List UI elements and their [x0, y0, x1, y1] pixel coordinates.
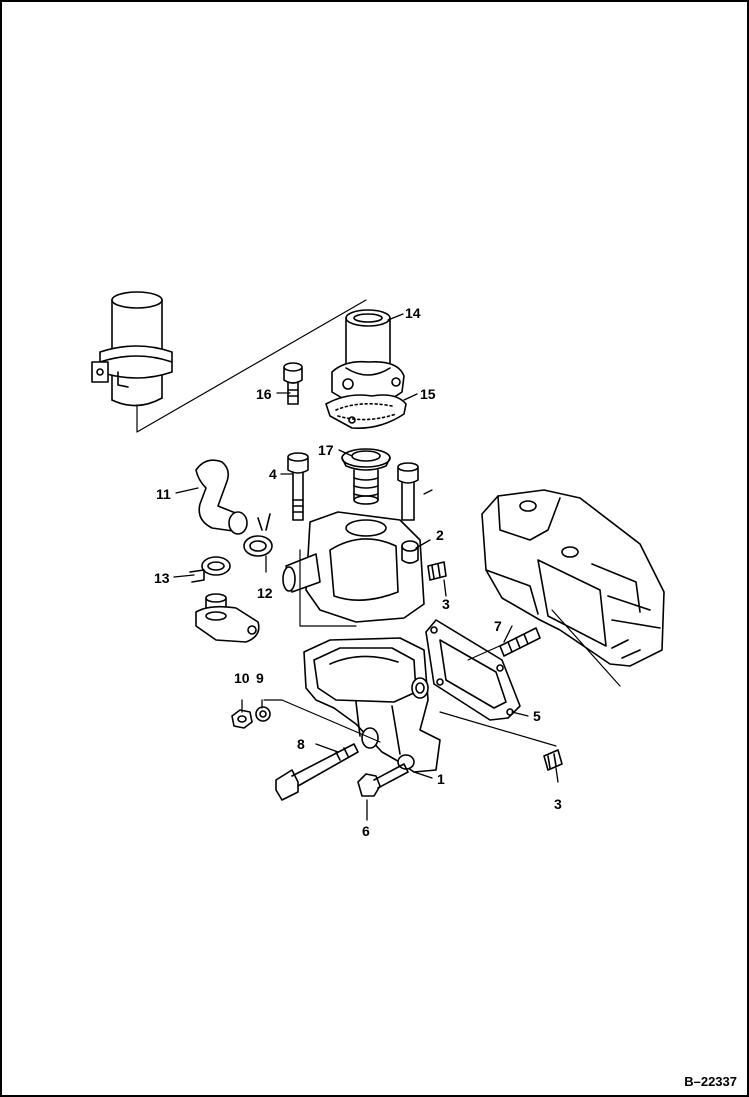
- callout-1: 1: [437, 771, 445, 787]
- long-bolt: [287, 452, 309, 521]
- outlet-gasket: [325, 394, 407, 430]
- callout-13: 13: [154, 570, 170, 586]
- bypass-flange: [195, 593, 260, 643]
- callout-10: 10: [234, 670, 250, 686]
- callout-11: 11: [156, 486, 171, 502]
- outlet-pipe: [331, 309, 405, 406]
- bolt-6: [357, 763, 409, 797]
- assembly-guides: [263, 549, 621, 747]
- thermostat: [341, 448, 391, 505]
- plug-upper: [427, 561, 447, 581]
- callout-5: 5: [533, 708, 541, 724]
- callout-15: 15: [420, 386, 436, 402]
- callout-8: 8: [297, 736, 305, 752]
- figure-number: B–22337: [684, 1074, 737, 1089]
- radiator-hose: [91, 291, 173, 407]
- callout-6: 6: [362, 823, 370, 839]
- stud-bolt: [275, 743, 359, 801]
- callout-2: 2: [436, 527, 444, 543]
- plug-lower: [543, 749, 563, 771]
- leader-lines: [173, 313, 559, 821]
- callout-7: 7: [494, 618, 502, 634]
- outlet-bolt: [283, 362, 303, 405]
- thermostat-housing: [303, 637, 441, 773]
- callout-3-upper: 3: [442, 596, 450, 612]
- callout-9: 9: [256, 670, 264, 686]
- callout-12: 12: [257, 585, 273, 601]
- engine-block: [481, 489, 665, 667]
- housing-gasket: [425, 619, 521, 721]
- nut: [231, 709, 253, 729]
- upper-housing: [282, 511, 425, 623]
- hose-clamp-13: [189, 556, 231, 583]
- callout-14: 14: [405, 305, 421, 321]
- hose-clamp-12: [243, 513, 273, 557]
- washer: [255, 706, 271, 722]
- housing-bolt: [397, 462, 419, 521]
- callout-3-lower: 3: [554, 796, 562, 812]
- bypass-hose: [195, 459, 248, 535]
- hose-to-outlet-guide: [136, 299, 367, 433]
- callout-16: 16: [256, 386, 272, 402]
- callout-4: 4: [269, 466, 277, 482]
- stud: [499, 627, 541, 657]
- callout-17: 17: [318, 442, 334, 458]
